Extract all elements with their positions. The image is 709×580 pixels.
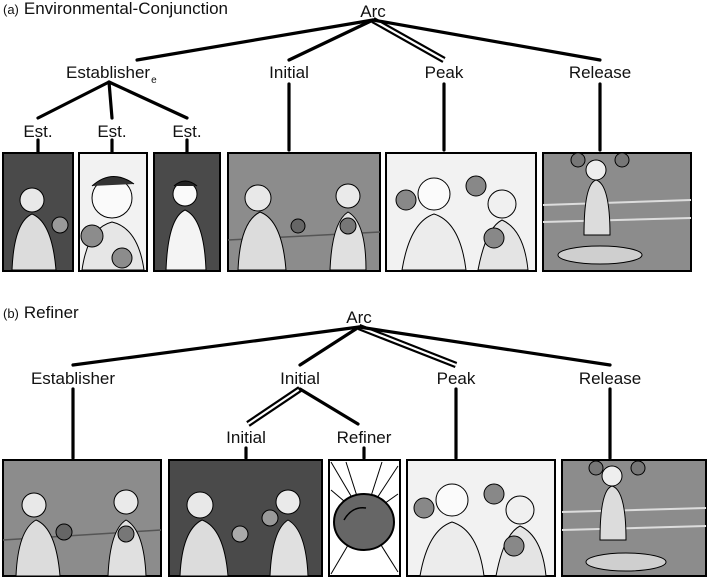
panel-b-node-establisher: Establisher bbox=[31, 369, 115, 388]
panel-b-frame-establisher bbox=[2, 459, 162, 577]
edge-est-2 bbox=[107, 80, 114, 120]
panel-b-frame-release bbox=[561, 459, 707, 577]
panel-a-node-initial: Initial bbox=[269, 63, 309, 82]
panel-b-node-refiner: Refiner bbox=[337, 428, 392, 447]
edge-arc-establisher bbox=[135, 18, 375, 62]
panel-b-node-initial: Initial bbox=[280, 369, 320, 388]
edge-b-initial-refiner bbox=[298, 387, 360, 426]
panel-a-node-est-2: Est. bbox=[97, 122, 126, 141]
panel-b-node-release: Release bbox=[579, 369, 641, 388]
panel-a-frame-est-3 bbox=[153, 152, 221, 272]
panel-b-frame-initial bbox=[168, 459, 323, 577]
panel-a-root-arc: Arc bbox=[360, 2, 386, 21]
edge-est-1 bbox=[36, 80, 111, 120]
panel-a-node-est-3: Est. bbox=[172, 122, 201, 141]
panel-a-node-release: Release bbox=[569, 63, 631, 82]
panel-b-root-arc: Arc bbox=[346, 308, 372, 327]
panel-a-frame-initial bbox=[227, 152, 381, 272]
edge-arc-release bbox=[371, 18, 602, 62]
panel-b-node-initial-child: Initial bbox=[226, 428, 266, 447]
panel-a-frame-est-2 bbox=[78, 152, 148, 272]
edge-b-arc-establisher bbox=[71, 325, 361, 367]
panel-b-node-peak: Peak bbox=[437, 369, 476, 388]
panel-a-frame-peak bbox=[385, 152, 537, 272]
panel-a-node-est-1: Est. bbox=[23, 122, 52, 141]
panel-a-node-establisher: Establishere bbox=[66, 63, 157, 86]
edge-b-arc-initial bbox=[298, 325, 361, 367]
panel-b-label: (b)Refiner bbox=[3, 303, 79, 322]
panel-a-frame-est-1 bbox=[2, 152, 74, 272]
panel-b-frame-refiner bbox=[328, 459, 401, 577]
panel-a-node-peak: Peak bbox=[425, 63, 464, 82]
panel-a-label: (a)Environmental-Conjunction bbox=[3, 0, 228, 18]
panel-a-frame-release bbox=[542, 152, 692, 272]
edge-b-arc-release bbox=[357, 325, 612, 367]
edge-arc-initial bbox=[287, 18, 375, 62]
panel-a-edges bbox=[36, 17, 602, 154]
panel-b-frame-peak bbox=[406, 459, 556, 577]
panel-b-edges bbox=[71, 323, 612, 460]
edge-est-3 bbox=[107, 80, 189, 120]
